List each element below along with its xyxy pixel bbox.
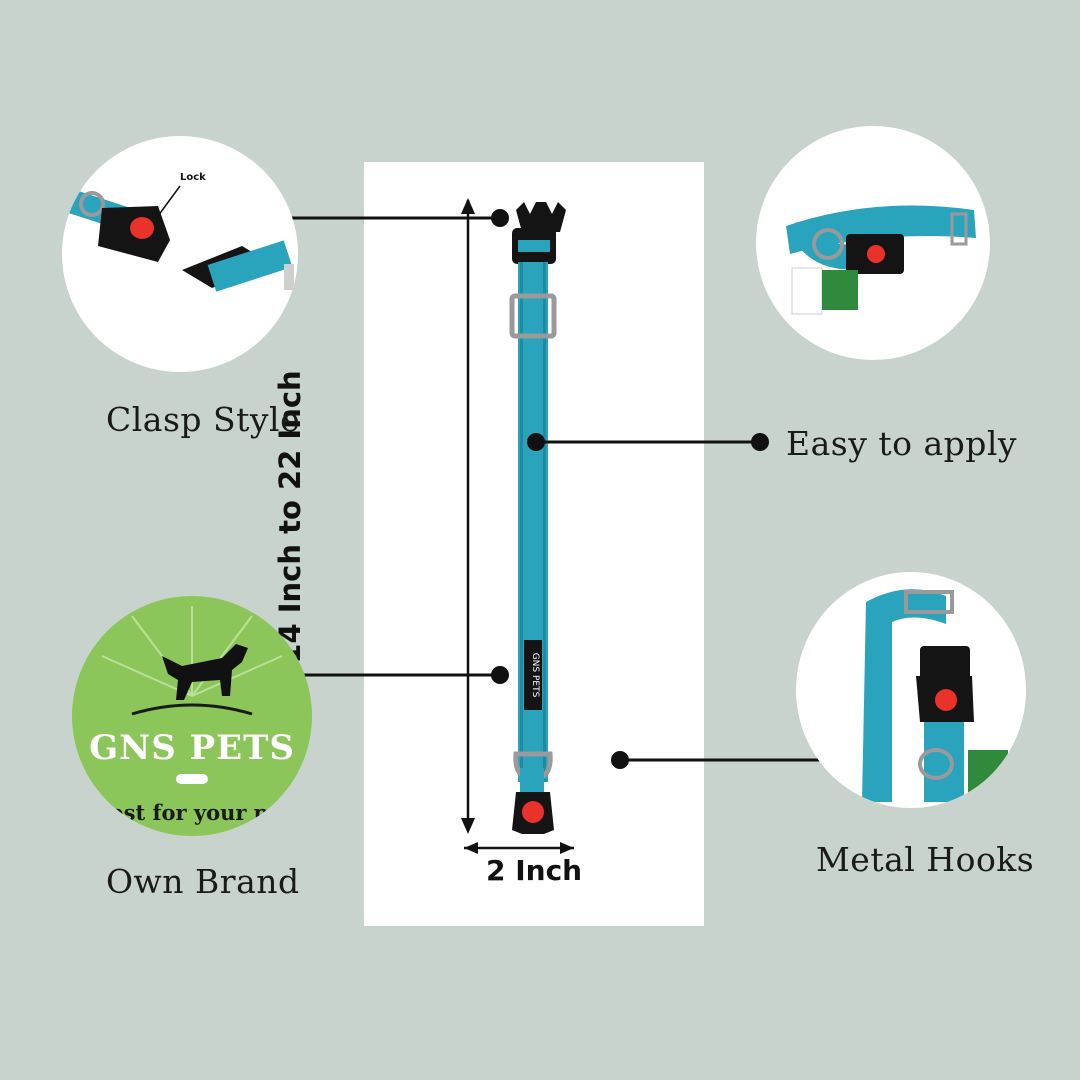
metal-slider [509,293,557,339]
svg-text:GNS PETS: GNS PETS [530,653,540,698]
dog-icon [162,644,248,700]
brand-tagline: Best for your pet [92,800,292,825]
collar-tag [524,640,542,710]
width-dimension-label: 2 Inch [486,854,583,887]
brand-badge: GNS PETS Best for your pet [72,596,312,836]
bone-icon [176,774,208,784]
lock-label: Lock [180,172,206,183]
clasp-style-circle: Lock [62,136,298,372]
release-button [522,801,544,823]
collar-illustration: GNS PETS [461,198,574,854]
brand-name: GNS PETS [89,728,295,768]
own-brand-label: Own Brand [106,862,300,901]
clasp-style-label: Clasp Style [106,400,301,439]
easy-to-apply-label: Easy to apply [786,424,1018,463]
metal-hooks-circle [796,572,1026,808]
easy-to-apply-circle [756,126,990,360]
metal-hooks-label: Metal Hooks [816,840,1035,879]
